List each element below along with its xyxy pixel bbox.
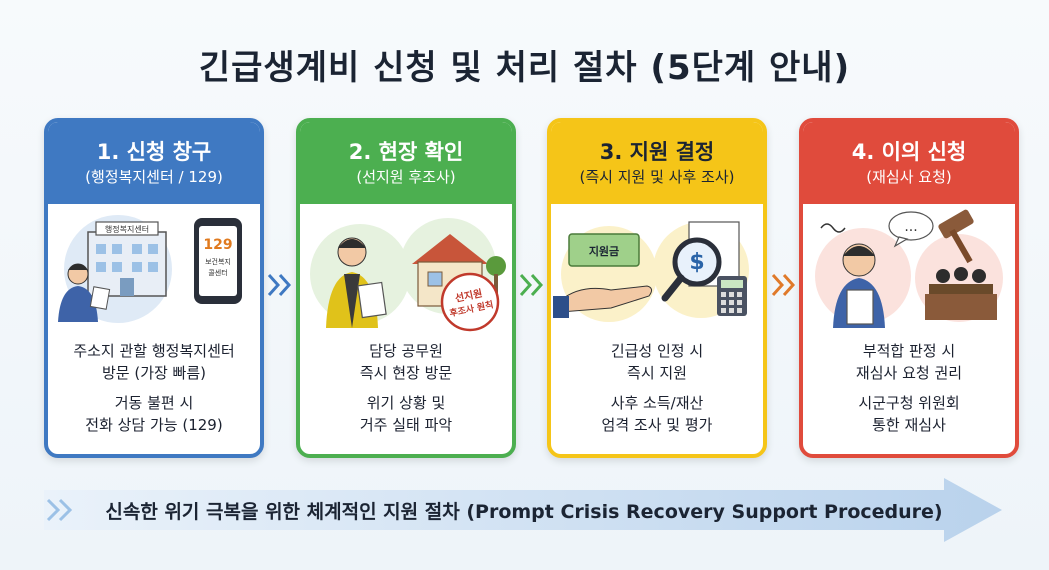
step-header: 3. 지원 결정 (즉시 지원 및 사후 조사) [551,122,763,204]
step-text-line: 거동 불편 시 [56,392,252,414]
step-text-line: 통한 재심사 [811,414,1007,436]
step-text-line: 방문 (가장 빠름) [56,362,252,384]
step-subheading: (행정복지센터 / 129) [48,166,260,188]
step-text-line: 긴급성 인정 시 [559,340,755,362]
step-heading: 3. 지원 결정 [551,138,763,166]
svg-text:보건복지: 보건복지 [205,257,231,266]
step-card-site-check: 2. 현장 확인 (선지원 후조사) 선 [296,118,516,458]
step-description: 부적합 판정 시 재심사 요청 권리 시군구청 위원회 통한 재심사 [803,334,1015,436]
step-illustration: 행정복지센터 129 보건복지 콜센터 [48,204,260,334]
step-text-line: 엄격 조사 및 평가 [559,414,755,436]
step-text-line: 담당 공무원 [308,340,504,362]
step-heading: 2. 현장 확인 [300,138,512,166]
step-text-line: 위기 상황 및 [308,392,504,414]
step-text-line: 시군구청 위원회 [811,392,1007,414]
step-heading: 4. 이의 신청 [803,138,1015,166]
calculator-icon [717,276,747,316]
step-subheading: (재심사 요청) [803,166,1015,188]
chevron-right-icon [266,272,296,298]
step-card-decision: 3. 지원 결정 (즉시 지원 및 사후 조사) 지원금 $ [547,118,767,458]
building-sign: 행정복지센터 [105,224,149,234]
office-building-icon: 행정복지센터 [88,222,166,296]
step-illustration: 지원금 $ [551,204,763,334]
step-text-line: 즉시 지원 [559,362,755,384]
step-heading: 1. 신청 창구 [48,138,260,166]
step-text-line: 재심사 요청 권리 [811,362,1007,384]
svg-text:$: $ [689,250,704,275]
step-illustration: 선지원 후조사 원칙 [300,204,512,334]
step-description: 주소지 관할 행정복지센터 방문 (가장 빠름) 거동 불편 시 전화 상담 가… [48,334,260,436]
svg-text:129: 129 [203,237,232,253]
page-title: 긴급생계비 신청 및 처리 절차 (5단계 안내) [0,40,1049,89]
step-subheading: (선지원 후조사) [300,166,512,188]
step-text-line: 부적합 판정 시 [811,340,1007,362]
chevron-right-icon [518,272,548,298]
svg-text:...: ... [904,219,917,235]
step-card-application: 1. 신청 창구 (행정복지센터 / 129) 행정복지센터 [44,118,264,458]
stamp-badge: 선지원 후조사 원칙 [442,274,498,330]
svg-text:지원금: 지원금 [589,244,619,258]
step-header: 1. 신청 창구 (행정복지센터 / 129) [48,122,260,204]
step-text-line: 즉시 현장 방문 [308,362,504,384]
chevron-right-icon [770,272,800,298]
svg-text:콜센터: 콜센터 [208,268,227,277]
step-text-line: 거주 실태 파악 [308,414,504,436]
step-subheading: (즉시 지원 및 사후 조사) [551,166,763,188]
step-card-objection: 4. 이의 신청 (재심사 요청) ... [799,118,1019,458]
step-description: 담당 공무원 즉시 현장 방문 위기 상황 및 거주 실태 파악 [300,334,512,436]
step-text-line: 사후 소득/재산 [559,392,755,414]
step-description: 긴급성 인정 시 즉시 지원 사후 소득/재산 엄격 조사 및 평가 [551,334,763,436]
step-header: 2. 현장 확인 (선지원 후조사) [300,122,512,204]
step-text-line: 주소지 관할 행정복지센터 [56,340,252,362]
step-header: 4. 이의 신청 (재심사 요청) [803,122,1015,204]
step-text-line: 전화 상담 가능 (129) [56,414,252,436]
banner-text: 신속한 위기 극복을 위한 체계적인 지원 절차 (Prompt Crisis … [44,478,1004,542]
phone-icon: 129 보건복지 콜센터 [194,218,242,304]
step-illustration: ... [803,204,1015,334]
